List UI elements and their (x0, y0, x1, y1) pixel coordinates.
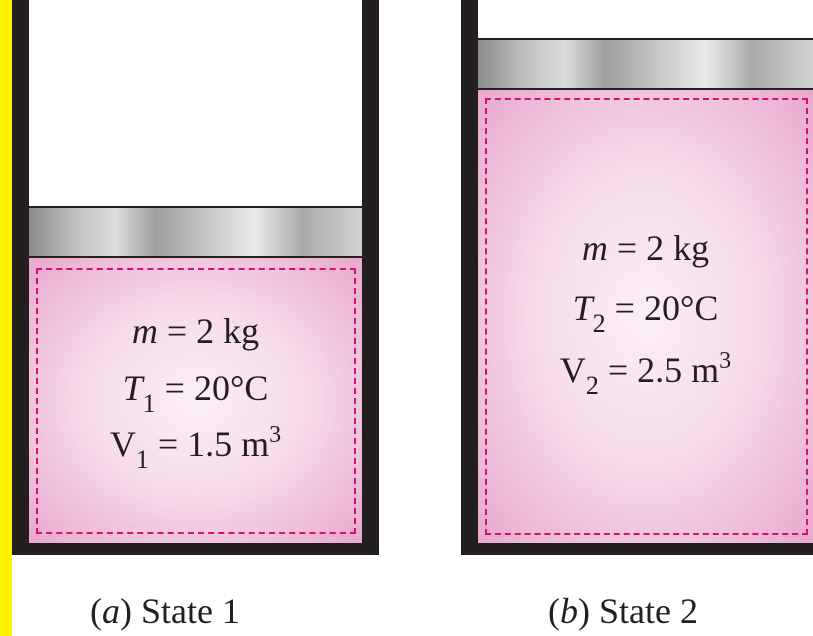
mass-value: 2 kg (646, 228, 710, 268)
volume-symbol: V (109, 424, 136, 464)
temperature-subscript: 1 (142, 389, 156, 418)
cylinder-1-bottom-wall (12, 543, 379, 555)
caption-state-2: (b) State 2 (548, 591, 698, 631)
volume-exponent: 3 (269, 422, 282, 448)
equals-sign: = (148, 424, 188, 464)
equals-sign: = (605, 288, 644, 328)
state-2-mass-line: m = 2 kg (478, 230, 813, 266)
temperature-symbol: T (572, 288, 593, 328)
volume-value: 1.5 m (187, 424, 270, 464)
state-2-properties: m = 2 kg T2 = 20°C V2 = 2.5 m3 (478, 90, 813, 543)
caption-letter: a (102, 591, 120, 631)
volume-subscript: 1 (135, 445, 149, 474)
cylinder-2-bottom-wall (461, 543, 813, 555)
volume-exponent: 3 (719, 348, 732, 374)
state-2-temperature-line: T2 = 20°C (478, 288, 813, 337)
state-2-volume-line: V2 = 2.5 m3 (478, 349, 813, 399)
equals-sign: = (598, 350, 638, 390)
cylinder-1-right-wall (362, 0, 379, 555)
caption-letter: b (560, 591, 578, 631)
yellow-border-strip (0, 0, 12, 636)
temperature-value: 20°C (643, 288, 719, 328)
temperature-value: 20°C (193, 368, 269, 408)
state-1-temperature-line: T1 = 20°C (29, 368, 362, 417)
piston-2 (478, 38, 813, 90)
volume-value: 2.5 m (637, 350, 720, 390)
state-1-mass-line: m = 2 kg (29, 313, 362, 349)
volume-symbol: V (559, 350, 586, 390)
caption-text: State 1 (132, 591, 240, 631)
gas-region-2 (478, 90, 813, 543)
equals-sign: = (157, 311, 197, 351)
mass-symbol: m (581, 228, 608, 268)
caption-text: State 2 (590, 591, 698, 631)
mass-value: 2 kg (196, 311, 260, 351)
state-1-properties: m = 2 kg T1 = 20°C V1 = 1.5 m3 (29, 258, 362, 543)
temperature-subscript: 2 (592, 309, 606, 338)
equals-sign: = (607, 228, 647, 268)
caption-state-1: (a) State 1 (90, 591, 240, 631)
cylinder-2-left-wall (461, 0, 478, 555)
temperature-symbol: T (122, 368, 143, 408)
volume-subscript: 2 (585, 371, 599, 400)
system-boundary-1 (36, 268, 356, 534)
state-1-volume-line: V1 = 1.5 m3 (29, 423, 362, 473)
equals-sign: = (155, 368, 194, 408)
mass-symbol: m (131, 311, 158, 351)
gas-region-1 (29, 258, 362, 543)
cylinder-1-left-wall (12, 0, 29, 555)
piston-1 (29, 206, 362, 258)
system-boundary-2 (485, 98, 808, 535)
